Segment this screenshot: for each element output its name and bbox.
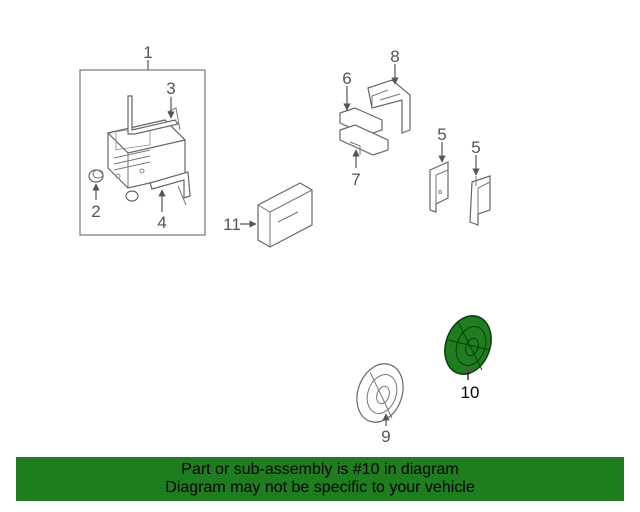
small-knob <box>125 190 139 202</box>
callout-2: 2 <box>91 202 100 221</box>
callout-3: 3 <box>166 79 175 98</box>
assembly-group-1: 1 3 4 2 <box>79 43 206 236</box>
speaker-10-highlighted[interactable] <box>437 309 499 380</box>
banner-line-1: Part or sub-assembly is #10 in diagram <box>181 461 459 478</box>
callout-8: 8 <box>390 47 399 66</box>
speaker-9[interactable] <box>349 357 411 428</box>
head-unit[interactable] <box>106 119 187 189</box>
callout-5b: 5 <box>471 138 480 157</box>
callout-10: 10 <box>461 383 480 402</box>
bracket-4[interactable] <box>149 171 191 206</box>
callout-5a: 5 <box>437 125 446 144</box>
bracket-5b[interactable] <box>469 175 491 226</box>
callout-4: 4 <box>157 213 166 232</box>
banner-line-2: Diagram may not be specific to your vehi… <box>165 479 475 496</box>
callout-11: 11 <box>223 215 241 234</box>
callout-1: 1 <box>143 43 152 62</box>
module-11[interactable] <box>257 182 313 248</box>
bracket-7[interactable] <box>339 124 389 156</box>
callout-6: 6 <box>342 69 351 88</box>
callout-9: 9 <box>381 427 390 446</box>
info-banner: Part or sub-assembly is #10 in diagram D… <box>16 457 624 501</box>
knob-2[interactable] <box>88 169 104 183</box>
bracket-5a[interactable] <box>429 161 449 213</box>
callout-7: 7 <box>351 170 360 189</box>
